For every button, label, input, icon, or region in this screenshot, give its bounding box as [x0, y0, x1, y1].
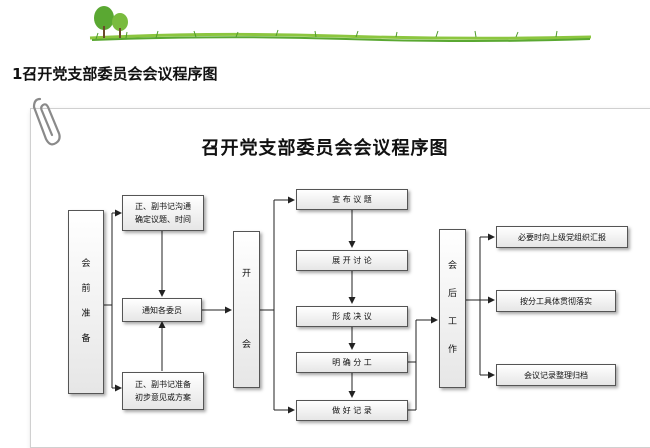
post-task-box: 必要时向上级党组织汇报 [496, 226, 628, 248]
step-prepare-box: 正、副书记准备 初步意见或方案 [122, 372, 204, 410]
step-notify-label: 通知各委员 [142, 305, 182, 315]
meeting-step-box: 做 好 记 录 [296, 400, 408, 421]
step-communicate-line: 正、副书记沟通 [135, 202, 191, 211]
meeting-step-box: 形 成 决 议 [296, 306, 408, 327]
post-meeting-char: 工 [447, 317, 457, 327]
pre-meeting-char: 备 [81, 334, 91, 344]
step-prepare-line: 正、副书记准备 [135, 380, 191, 389]
grass-banner-image [89, 6, 592, 42]
meeting-step-label: 展 开 讨 论 [332, 256, 372, 265]
post-meeting-char: 后 [447, 289, 457, 299]
meeting-step-box: 明 确 分 工 [296, 352, 408, 373]
diagram-title: 召开党支部委员会会议程序图 [201, 138, 449, 159]
meeting-step-box: 展 开 讨 论 [296, 250, 408, 271]
pre-meeting-char: 会 [81, 259, 91, 269]
post-task-label: 必要时向上级党组织汇报 [518, 232, 606, 242]
meeting-char: 会 [241, 339, 251, 350]
post-task-box: 会议记录整理归档 [496, 364, 616, 386]
step-prepare-line: 初步意见或方案 [135, 393, 191, 402]
pre-meeting-char: 前 [81, 284, 91, 294]
post-task-label: 按分工具体贯彻落实 [520, 296, 592, 306]
meeting-box: 开 会 [233, 231, 260, 388]
step-communicate-box: 正、副书记沟通 确定议题、时间 [122, 195, 204, 231]
meeting-char: 开 [241, 268, 251, 279]
step-notify-box: 通知各委员 [122, 298, 202, 322]
meeting-step-box: 宣 布 议 题 [296, 189, 408, 210]
page-heading: 1召开党支部委员会会议程序图 [12, 65, 218, 83]
meeting-step-label: 做 好 记 录 [332, 406, 372, 415]
step-communicate-line: 确定议题、时间 [135, 215, 191, 224]
meeting-step-label: 明 确 分 工 [332, 358, 372, 367]
pre-meeting-box: 会 前 准 备 [68, 210, 104, 394]
meeting-step-label: 形 成 决 议 [332, 312, 372, 321]
post-meeting-char: 作 [447, 345, 457, 355]
meeting-step-label: 宣 布 议 题 [332, 195, 372, 204]
post-meeting-box: 会 后 工 作 [439, 229, 466, 388]
post-task-label: 会议记录整理归档 [524, 370, 588, 380]
paperclip-icon [32, 97, 61, 146]
post-task-box: 按分工具体贯彻落实 [496, 290, 616, 312]
pre-meeting-char: 准 [81, 309, 91, 319]
post-meeting-char: 会 [447, 261, 457, 271]
